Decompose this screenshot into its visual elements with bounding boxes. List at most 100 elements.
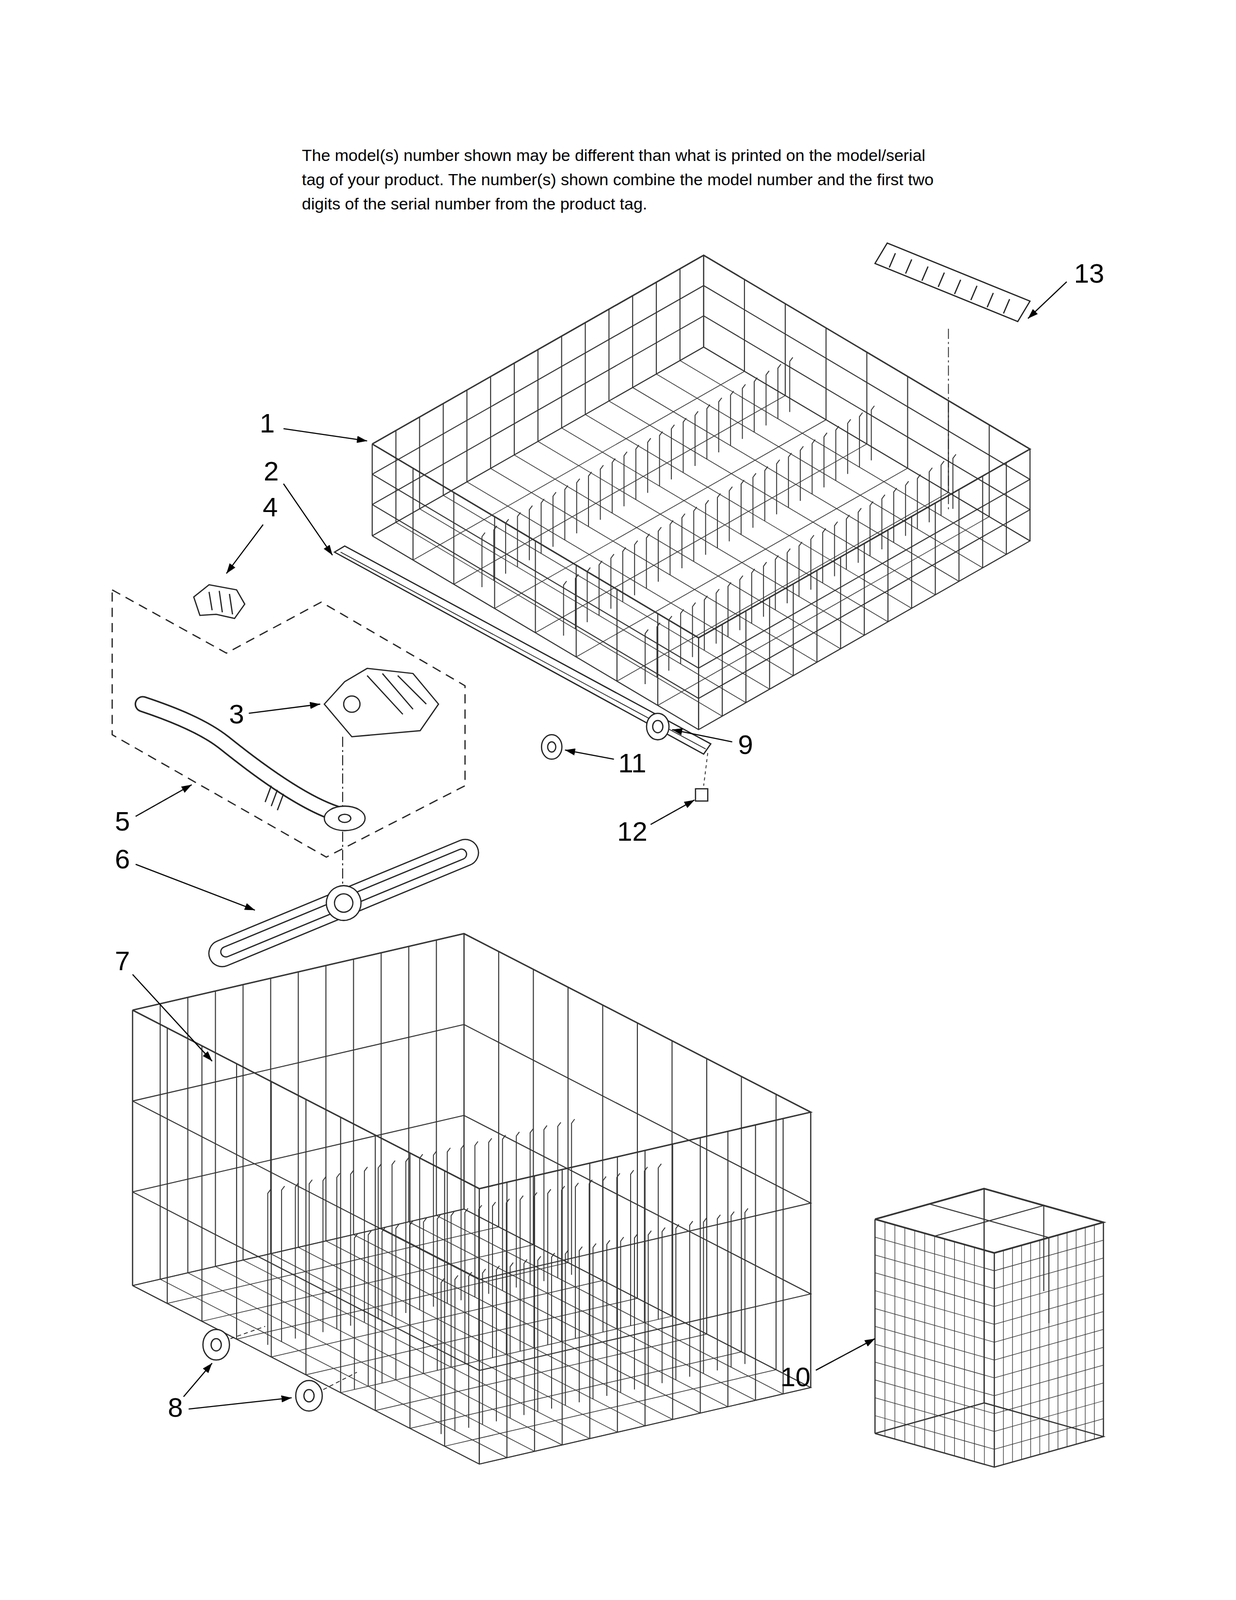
manifold-hub: [343, 695, 361, 713]
leader-line: [188, 1397, 292, 1409]
rack-side-wire: [679, 268, 681, 361]
callout-number: 4: [262, 492, 278, 522]
basket-mesh: [874, 1361, 1104, 1395]
leader-line: [135, 864, 255, 911]
rack-side-wire: [741, 1076, 743, 1352]
rack-tine: [588, 471, 592, 527]
rack-side-wire: [442, 403, 444, 495]
rack-tine: [381, 1227, 385, 1383]
rack-tine: [634, 540, 638, 596]
rack-side-wire: [567, 986, 569, 1263]
rack-tine: [523, 1259, 527, 1415]
lower-rack: [132, 933, 811, 1464]
rack-side-wire: [535, 540, 537, 633]
basket-mesh: [874, 1326, 1104, 1360]
rack-side-wire: [608, 309, 610, 401]
basket-mesh: [974, 1247, 975, 1462]
rack-tine: [575, 574, 579, 630]
rack-tine: [561, 1185, 565, 1342]
rack-tine: [858, 507, 862, 563]
basket-mesh: [1066, 1232, 1068, 1447]
rack-tine: [742, 384, 746, 440]
rack-tine: [602, 1176, 606, 1332]
rack-tine: [281, 1185, 285, 1342]
rack-tine: [433, 1150, 437, 1307]
spray-arm: [203, 831, 484, 975]
rack-side-wire: [744, 279, 745, 371]
rack-side-wire: [703, 254, 705, 347]
rack-tine: [680, 609, 684, 665]
wheel-hub: [303, 1389, 315, 1402]
rack-side-wire: [839, 556, 841, 649]
rack-tine: [563, 580, 567, 636]
feed-tube-ring: [324, 806, 365, 831]
basket-divider: [929, 1203, 1049, 1323]
rail-stop: [695, 788, 708, 801]
rack-tine: [267, 1188, 271, 1345]
rack-rim: [372, 254, 1030, 638]
spray-arm-hub-inner: [331, 890, 356, 915]
rack-side-wire: [655, 282, 657, 374]
rack-tine: [846, 514, 850, 570]
tine-rack-axis-line: [948, 328, 950, 511]
rack-tine: [905, 481, 909, 537]
rack-side-wire: [810, 1111, 812, 1388]
rack-tine: [671, 424, 675, 480]
rack-tine: [460, 1144, 464, 1300]
leader-lines: [132, 281, 1067, 1409]
rack-side-wire: [340, 1116, 342, 1393]
rack-side-wire: [187, 997, 189, 1273]
rack-side-wire: [466, 390, 468, 482]
rack-tine: [751, 568, 755, 624]
rack-tine: [644, 1166, 648, 1323]
rack-tine: [881, 494, 885, 550]
rack-tine: [730, 1211, 734, 1367]
rack-tine: [893, 487, 897, 543]
rail-groove: [340, 552, 706, 749]
basket-mesh: [874, 1308, 1104, 1342]
rack-tine: [705, 500, 709, 555]
rack-tine: [859, 412, 863, 468]
callout-number: 6: [114, 844, 130, 874]
callout-number: 2: [263, 456, 279, 486]
rack-tine: [553, 491, 556, 547]
rack-tine: [824, 432, 827, 488]
rack-tine: [703, 1217, 707, 1374]
rack-tine: [941, 460, 945, 516]
tine-rack-part: [874, 242, 1030, 322]
basket-mesh: [874, 1236, 1104, 1271]
rack-tine: [717, 493, 721, 549]
rack-tine: [952, 454, 956, 509]
rack-side-wire: [305, 1099, 307, 1375]
rack-tine: [405, 1156, 409, 1313]
rack-tine: [547, 1188, 551, 1345]
rack-side-wire: [632, 295, 634, 388]
wheel: [203, 1329, 230, 1360]
wheel: [646, 713, 669, 740]
rack-tine: [496, 1265, 500, 1422]
rack-side-wire: [825, 327, 827, 420]
callout-number: 9: [737, 729, 753, 760]
rack-tine: [482, 1268, 486, 1425]
rack-tine: [812, 439, 816, 495]
rack-floor-wire: [479, 1387, 811, 1464]
rack-tine: [775, 554, 779, 610]
leader-line: [283, 428, 368, 441]
rack-floor-wire: [494, 419, 826, 609]
rack-tine: [718, 397, 722, 453]
feed-tube-outline: [142, 703, 348, 816]
rack-floor-wire: [305, 1298, 638, 1375]
rack-tine: [455, 1274, 459, 1431]
rack-floor-wire: [236, 1262, 569, 1339]
wheel-hub: [652, 720, 664, 733]
rack-rim: [132, 1208, 811, 1464]
rack-tine: [630, 1169, 634, 1326]
rack-side-wire: [887, 529, 889, 622]
callout-number: 3: [229, 699, 245, 729]
rack-tine: [798, 541, 802, 597]
rack-side-wire: [408, 946, 410, 1222]
rack-side-wire: [721, 624, 723, 716]
rack-tine: [409, 1220, 413, 1377]
rack-side-wire: [537, 349, 539, 442]
